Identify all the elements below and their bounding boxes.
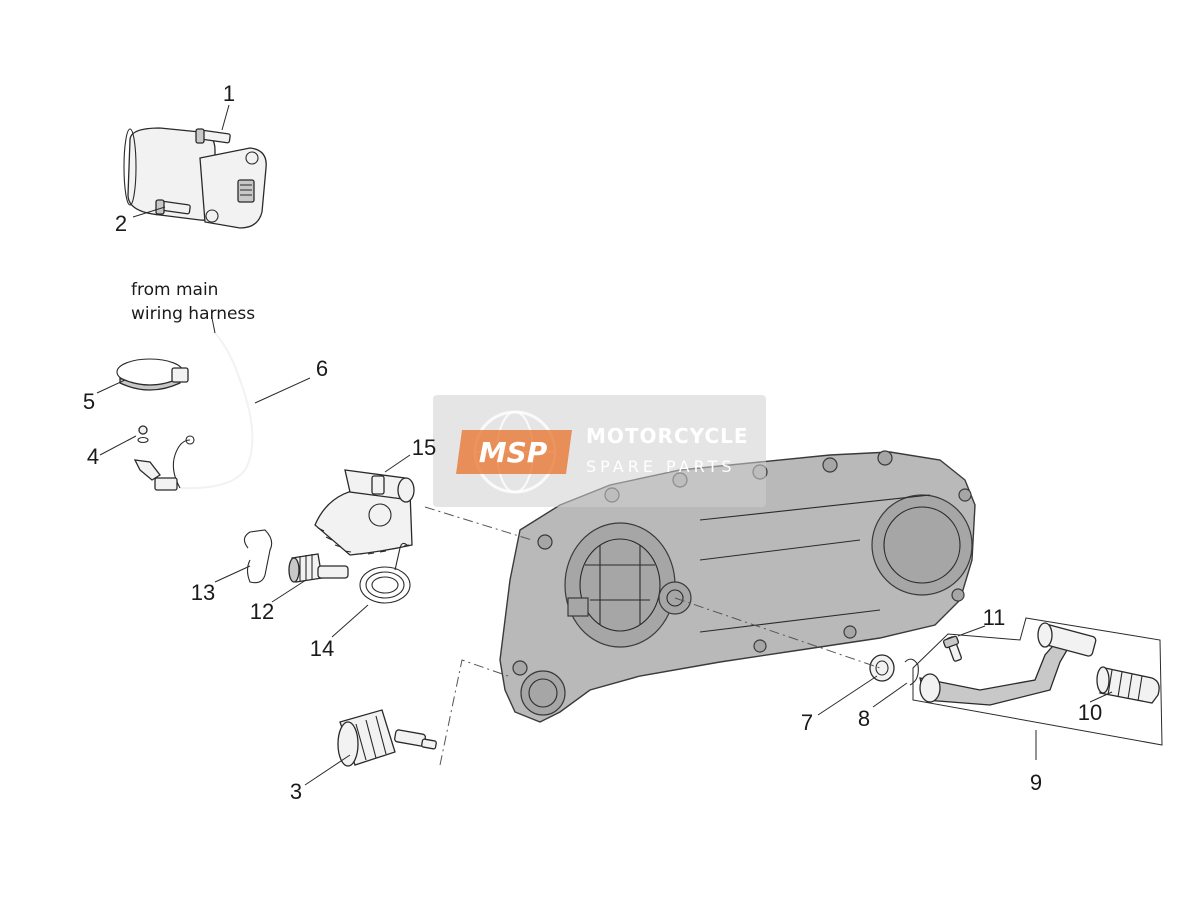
assembly-guide-lines xyxy=(424,506,881,766)
clutch-cover-plate xyxy=(871,494,973,596)
watermark-badge xyxy=(456,430,572,474)
callout-8: 8 xyxy=(858,706,870,731)
callout-5: 5 xyxy=(83,389,95,414)
callout-13: 13 xyxy=(191,580,215,605)
cable-clamp xyxy=(116,358,189,391)
callout-7: 7 xyxy=(801,710,813,735)
starter-opening xyxy=(520,670,566,716)
callout-12: 12 xyxy=(250,599,274,624)
starter-motor xyxy=(123,127,267,229)
callout-6: 6 xyxy=(316,356,328,381)
callout-10: 10 xyxy=(1078,700,1102,725)
kickstart-pinion xyxy=(288,553,349,583)
starter-bolt-lower xyxy=(155,199,191,215)
kickstart-lever xyxy=(919,622,1097,706)
ground-screw xyxy=(137,425,149,444)
kickstart-spring xyxy=(359,542,411,604)
kickstart-sector-gear xyxy=(314,469,415,556)
harness-note-line-1: from main xyxy=(131,280,218,300)
cooling-fan-housing xyxy=(564,522,676,648)
starter-wiring-harness xyxy=(154,332,254,491)
callout-2: 2 xyxy=(115,211,127,236)
shaft-circlip xyxy=(904,658,919,686)
starter-bendix xyxy=(337,709,437,767)
watermark-subtitle: SPARE PARTS xyxy=(586,457,736,476)
harness-note-line-2: wiring harness xyxy=(131,304,255,324)
callout-14: 14 xyxy=(310,636,334,661)
callout-labels: 1 2 3 4 5 6 7 8 9 10 11 12 13 14 15 xyxy=(83,81,1102,804)
washer xyxy=(869,654,895,682)
callout-1: 1 xyxy=(223,81,235,106)
callout-11: 11 xyxy=(983,605,1006,630)
callout-9: 9 xyxy=(1030,770,1042,795)
kickstart-lever-assembly-box xyxy=(912,617,1163,746)
lever-rubber-grip xyxy=(1096,666,1160,704)
harness-note: from main wiring harness xyxy=(131,280,255,324)
starter-bolt-upper xyxy=(195,128,231,144)
transmission-cover xyxy=(499,450,976,723)
callout-15: 15 xyxy=(412,435,436,460)
callout-4: 4 xyxy=(87,444,99,469)
ground-terminal xyxy=(133,459,161,481)
watermark-title: MOTORCYCLE xyxy=(586,424,748,448)
callout-leader-lines xyxy=(96,104,1113,786)
retaining-clip xyxy=(243,529,273,584)
watermark-badge-text: MSP xyxy=(479,436,548,469)
lever-bolt xyxy=(942,635,962,662)
watermark: MSP MOTORCYCLE SPARE PARTS xyxy=(433,395,766,507)
callout-3: 3 xyxy=(290,779,302,804)
